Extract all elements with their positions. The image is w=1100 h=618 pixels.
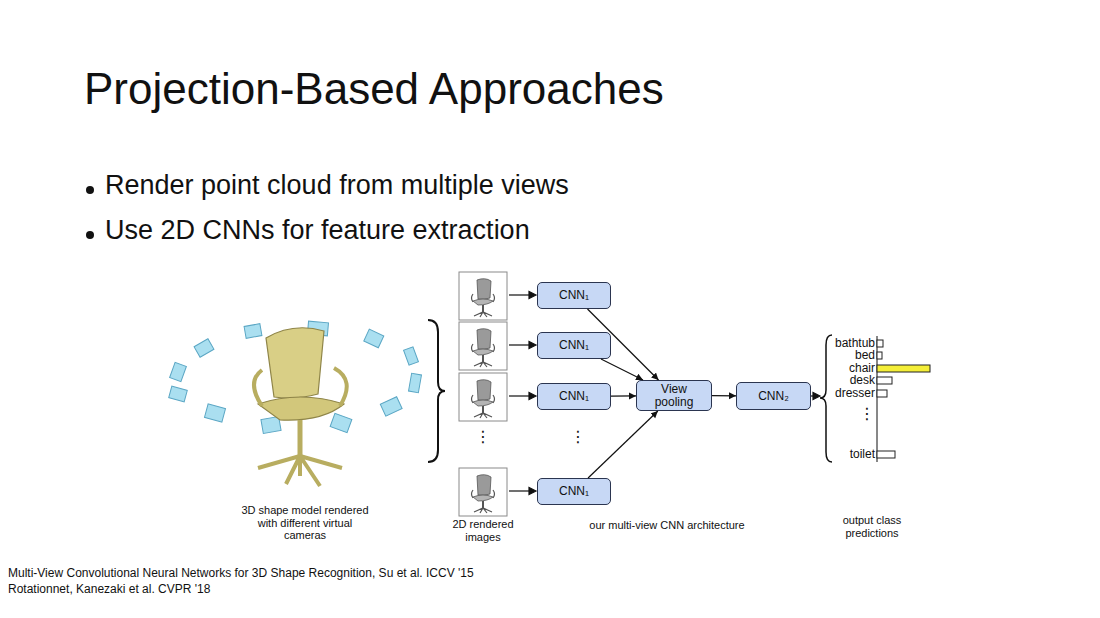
arrow-head xyxy=(529,342,536,349)
reference: Multi-View Convolutional Neural Networks… xyxy=(8,567,708,581)
connector-arrow xyxy=(588,309,659,380)
connector-arrow xyxy=(611,395,636,396)
view-arrows xyxy=(509,292,820,495)
node-content: View pooling xyxy=(649,383,699,409)
camera xyxy=(364,329,384,348)
chair-base xyxy=(258,456,342,486)
connector-arrow xyxy=(712,395,736,396)
camera xyxy=(170,362,187,381)
camera xyxy=(409,373,422,392)
node-label: CNN₂ xyxy=(758,390,789,403)
node-label: CNN₁ xyxy=(559,339,589,352)
node-content: CNN₁ xyxy=(559,485,589,498)
bracket xyxy=(428,320,445,462)
camera xyxy=(330,413,352,432)
bullet-text: Use 2D CNNs for feature extraction xyxy=(105,215,905,246)
view-frame xyxy=(459,272,507,320)
chair-post xyxy=(298,420,303,456)
arrow-head xyxy=(529,393,536,400)
node-label: CNN₁ xyxy=(559,485,589,498)
bullet-text: Render point cloud from multiple views xyxy=(105,170,905,201)
prediction-bars xyxy=(877,340,930,458)
ellipsis: ⋮ xyxy=(468,428,498,446)
arrow-line xyxy=(509,395,530,396)
bar xyxy=(877,340,883,347)
arrow-line xyxy=(509,294,530,295)
node-content: CNN₂ xyxy=(758,390,789,403)
camera xyxy=(194,339,214,357)
camera xyxy=(380,397,402,416)
view-image xyxy=(472,475,495,513)
bracket xyxy=(820,335,832,462)
image-caption: our multi-view CNN architecture xyxy=(567,519,767,532)
image-caption: 2D rendered images xyxy=(443,518,523,543)
chair-seat xyxy=(258,397,344,420)
arrow-line xyxy=(509,344,530,345)
view-frame xyxy=(459,322,507,370)
connector-arrow xyxy=(601,359,643,380)
ellipsis: ⋮ xyxy=(845,405,875,423)
cnn-box: CNN₁ xyxy=(537,478,611,505)
camera xyxy=(404,347,419,365)
camera xyxy=(204,404,225,422)
class-label: toilet xyxy=(795,448,875,462)
image-caption: output class predictions xyxy=(822,514,922,539)
bar xyxy=(877,365,930,372)
node-content: CNN₁ xyxy=(559,390,589,403)
view-image xyxy=(472,279,495,317)
view-frame xyxy=(459,373,507,421)
view-frame xyxy=(459,468,507,516)
arrow-head xyxy=(529,488,536,495)
view-image xyxy=(472,380,495,418)
arrow-head xyxy=(813,393,820,400)
chair-back xyxy=(266,328,324,398)
cnn-box: CNN₂ xyxy=(736,382,811,410)
connector-arrow xyxy=(588,411,658,478)
camera xyxy=(244,324,262,339)
bar xyxy=(877,352,882,359)
view-image xyxy=(472,329,495,367)
arrow-line xyxy=(509,490,530,491)
pooling-box: View pooling xyxy=(636,380,712,411)
arrow-head xyxy=(529,292,536,299)
class-label: bed xyxy=(795,349,875,363)
rendered-views xyxy=(459,272,507,516)
bullet-dot xyxy=(86,186,94,194)
image-caption: 3D shape model rendered with different v… xyxy=(240,504,370,542)
node-content: CNN₁ xyxy=(559,289,589,302)
cnn-box: CNN₁ xyxy=(537,383,611,410)
camera xyxy=(169,386,188,402)
bullet-dot xyxy=(86,231,94,239)
ellipsis: ⋮ xyxy=(563,428,593,446)
cnn-box: CNN₁ xyxy=(537,332,611,359)
cnn-box: CNN₁ xyxy=(537,282,611,309)
reference: Rotationnet, Kanezaki et al. CVPR '18 xyxy=(8,583,708,597)
node-label: CNN₁ xyxy=(559,390,589,403)
chair-model xyxy=(254,328,347,486)
bar xyxy=(877,377,892,384)
bar xyxy=(877,451,895,458)
node-label: CNN₁ xyxy=(559,289,589,302)
node-content: CNN₁ xyxy=(559,339,589,352)
chair-arms xyxy=(254,368,347,406)
bar xyxy=(877,390,887,397)
slide-title: Projection-Based Approaches xyxy=(84,64,984,115)
virtual-cameras xyxy=(169,321,422,433)
node-label: View pooling xyxy=(649,383,699,409)
